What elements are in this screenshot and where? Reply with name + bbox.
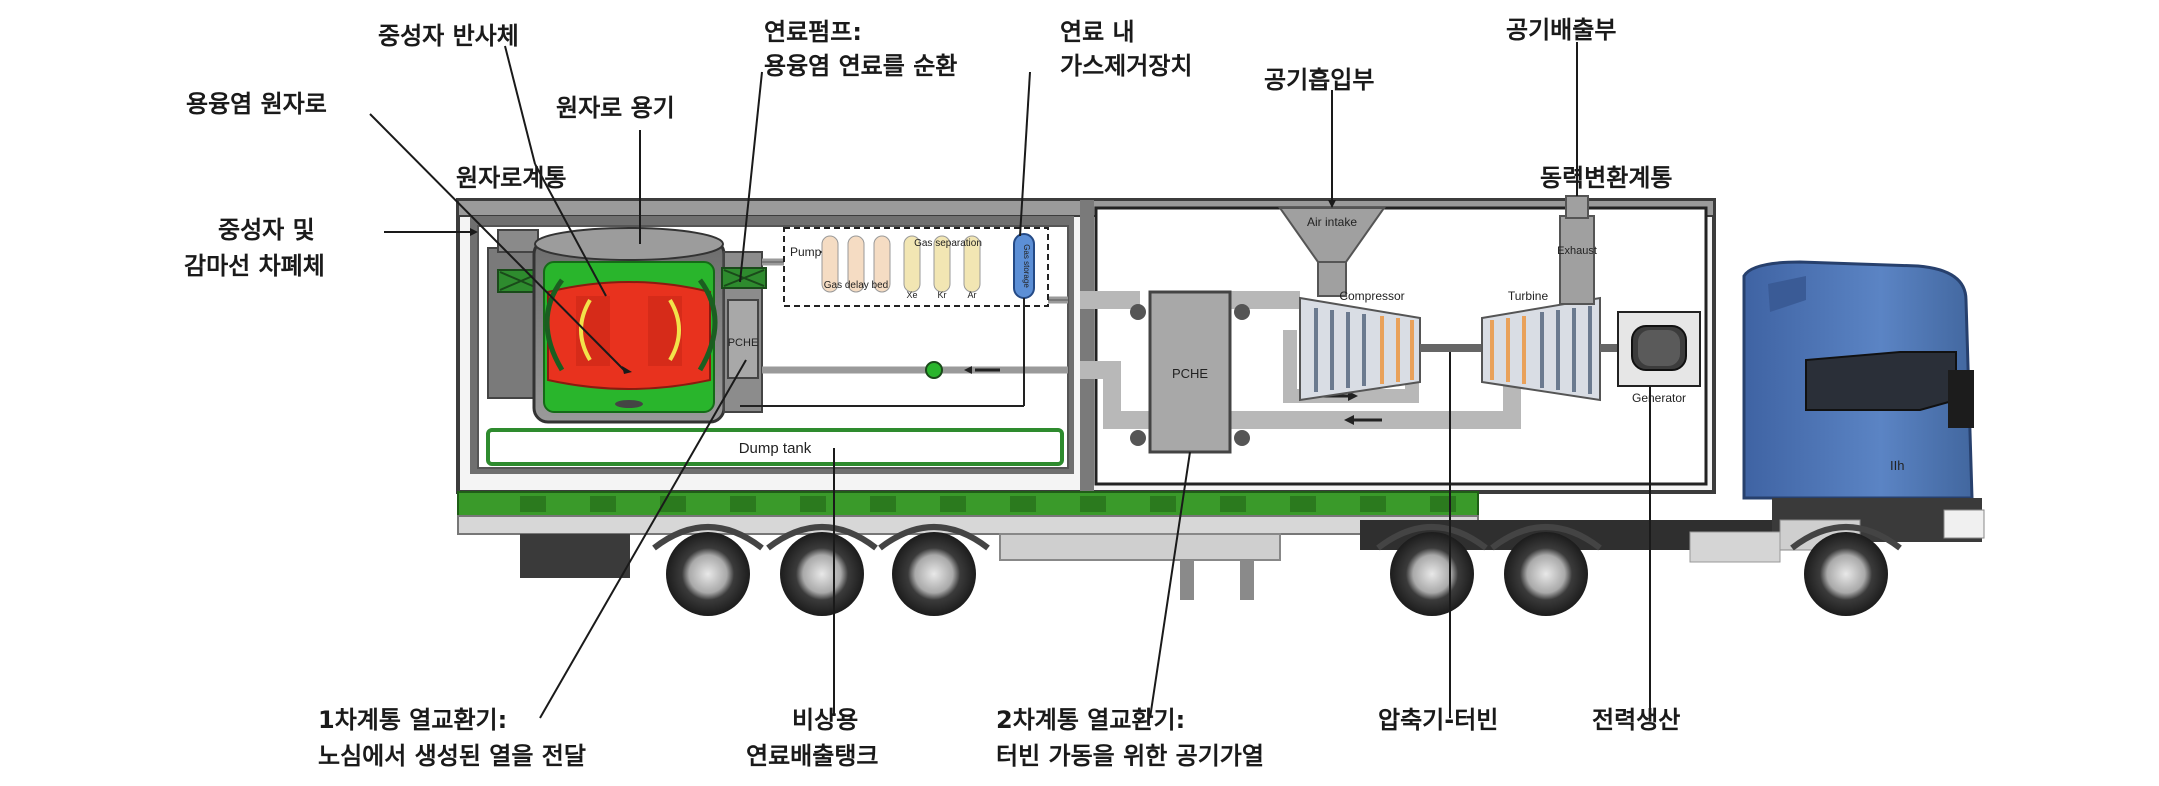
reactor-section: PCHE Pump Gas delay bed Gas separation X… (486, 227, 1068, 466)
callout-dump-line2: 연료배출탱크 (746, 742, 878, 770)
callout-air-intake: 공기흡입부 (1264, 66, 1374, 94)
callout-reactor-system: 원자로계통 (456, 164, 566, 192)
callout-power-conversion: 동력변환계통 (1540, 164, 1672, 192)
callout-dump-line1: 비상용 (792, 706, 858, 734)
leader-lines (369, 42, 1651, 719)
callout-hx2-line1: 2차계통 열교환기: (996, 706, 1185, 734)
callout-air-exhaust: 공기배출부 (1506, 16, 1616, 44)
pche-small-label: PCHE (728, 337, 759, 349)
xe-label: Xe (906, 290, 917, 300)
cab-badge: IIh (1890, 458, 1904, 473)
pche-large-label: PCHE (1172, 366, 1208, 381)
callout-vessel: 원자로 용기 (556, 94, 675, 122)
callout-msr: 용융염 원자로 (186, 90, 327, 118)
compressor-label: Compressor (1339, 289, 1404, 303)
callout-fuel-pump-line1: 연료펌프: (764, 18, 862, 46)
reactor-core (547, 281, 711, 390)
dump-tank-label: Dump tank (739, 440, 812, 457)
callout-gas-removal-line1: 연료 내 (1060, 18, 1135, 46)
callout-power-gen: 전력생산 (1592, 706, 1680, 734)
callout-fuel-pump-line2: 용융염 연료를 순환 (764, 52, 957, 80)
wheels (652, 524, 1902, 616)
turbine-label: Turbine (1508, 289, 1549, 303)
callout-gas-removal-line2: 가스제거장치 (1060, 52, 1192, 80)
callout-hx2-line2: 터빈 가동을 위한 공기가열 (996, 742, 1264, 770)
callout-shield-line2: 감마선 차폐체 (184, 252, 325, 280)
exhaust-inner-label: Exhaust (1557, 245, 1597, 257)
air-intake-inner-label: Air intake (1307, 215, 1357, 229)
callout-hx1-line2: 노심에서 생성된 열을 전달 (318, 742, 586, 770)
callout-neutron-reflector: 중성자 반사체 (378, 22, 519, 50)
callout-compressor-turbine: 압축기-터빈 (1378, 706, 1498, 734)
wheel (892, 532, 976, 616)
gas-storage-label: Gas storage (1022, 244, 1031, 288)
callout-shield-line1: 중성자 및 (218, 216, 315, 244)
wheel (1504, 532, 1588, 616)
generator-label: Generator (1632, 391, 1686, 405)
wheel (1390, 532, 1474, 616)
callout-hx1-line1: 1차계통 열교환기: (318, 706, 507, 734)
ar-label: Ar (968, 290, 977, 300)
exhaust-stack (1559, 215, 1595, 305)
gas-separation-label: Gas separation (914, 238, 982, 249)
cab-window (1805, 351, 1957, 411)
kr-label: Kr (938, 290, 947, 300)
wheel (666, 532, 750, 616)
gas-delay-bed-label: Gas delay bed (824, 280, 889, 291)
wheel (780, 532, 864, 616)
wheel (1804, 532, 1888, 616)
power-conversion-section: PCHE Air intake Compressor Turbine (1080, 195, 1701, 454)
dump-tank (486, 428, 1064, 466)
pump-label: Pump (790, 245, 822, 259)
